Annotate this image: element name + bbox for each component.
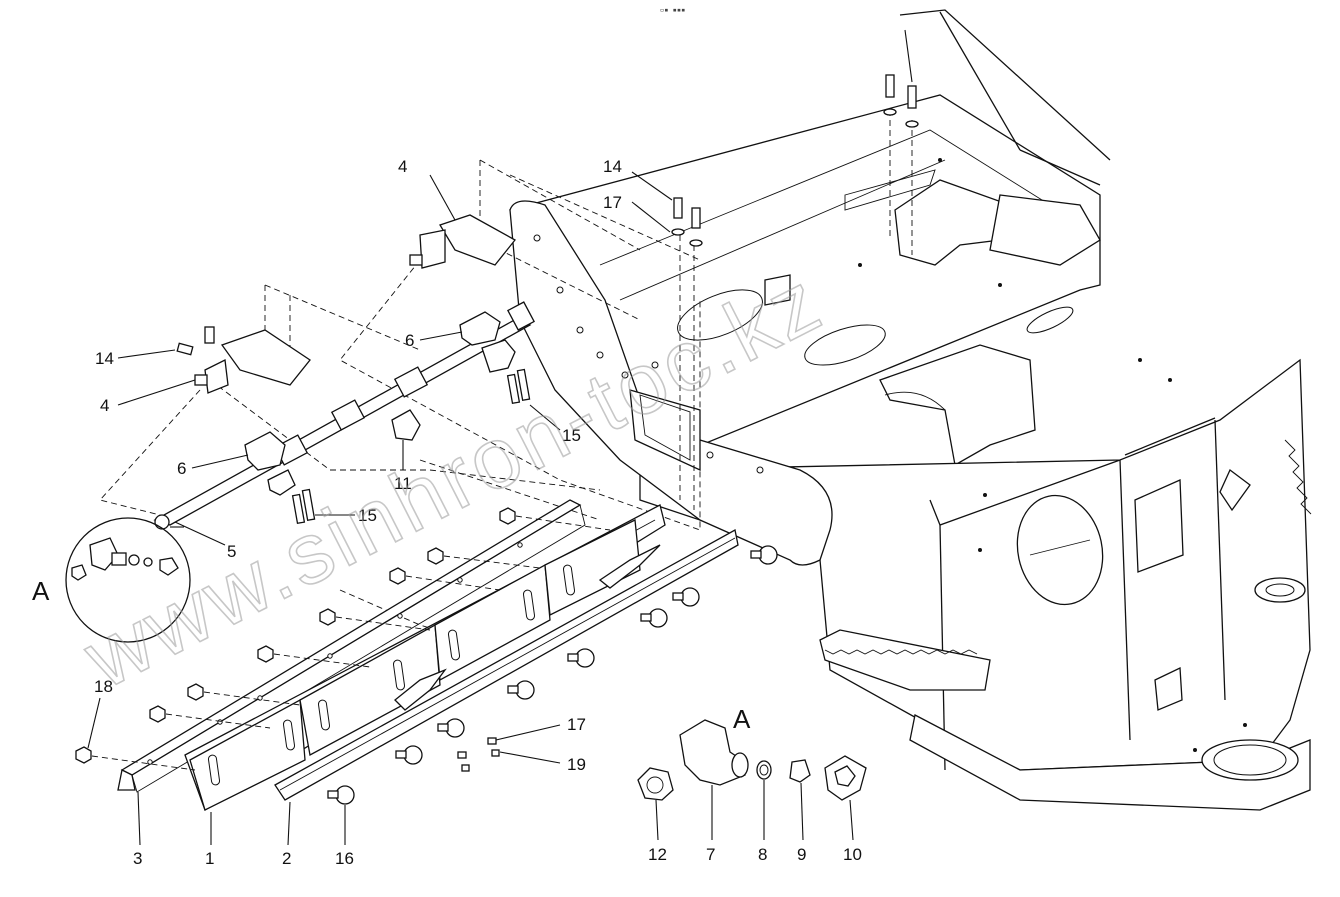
callout-15-upper: 15 (562, 426, 581, 445)
callout-labels: 4 14 17 14 4 6 6 15 15 11 5 18 3 1 2 16 … (32, 157, 862, 868)
rail-assembly (117, 499, 739, 811)
callout-2: 2 (282, 849, 291, 868)
bracket-upper (409, 214, 516, 269)
bracket-lower (194, 329, 311, 394)
callout-4-upper: 4 (398, 157, 407, 176)
callout-6-upper: 6 (405, 331, 414, 350)
callout-16: 16 (335, 849, 354, 868)
callout-4-left: 4 (100, 396, 109, 415)
callout-9: 9 (797, 845, 806, 864)
callout-15-lower: 15 (358, 506, 377, 525)
callout-17-upper: 17 (603, 193, 622, 212)
view-label-a-main: A (32, 576, 50, 606)
top-bolts (176, 74, 919, 356)
carriage-bolts (327, 545, 778, 805)
callout-3: 3 (133, 849, 142, 868)
callout-1: 1 (205, 849, 214, 868)
drawing-code: ▫▪ ▪▪▪ (660, 6, 685, 14)
shaft-assembly (153, 301, 535, 530)
callout-14-left: 14 (95, 349, 114, 368)
callout-8: 8 (758, 845, 767, 864)
side-plate (509, 200, 833, 566)
callout-12: 12 (648, 845, 667, 864)
detail-circle-a (65, 517, 191, 643)
callout-17-lower: 17 (567, 715, 586, 734)
inset-detail-a (637, 719, 867, 801)
view-label-a-inset: A (733, 704, 751, 734)
callout-5: 5 (227, 542, 236, 561)
main-frame (509, 9, 1312, 811)
callout-6-left: 6 (177, 459, 186, 478)
nut-row (75, 507, 611, 771)
callout-18: 18 (94, 677, 113, 696)
callout-14-upper: 14 (603, 157, 622, 176)
callout-10: 10 (843, 845, 862, 864)
callout-11: 11 (394, 474, 412, 493)
callout-19: 19 (567, 755, 586, 774)
leader-lines (87, 29, 913, 846)
callout-7: 7 (706, 845, 715, 864)
construction-lines (99, 110, 913, 641)
